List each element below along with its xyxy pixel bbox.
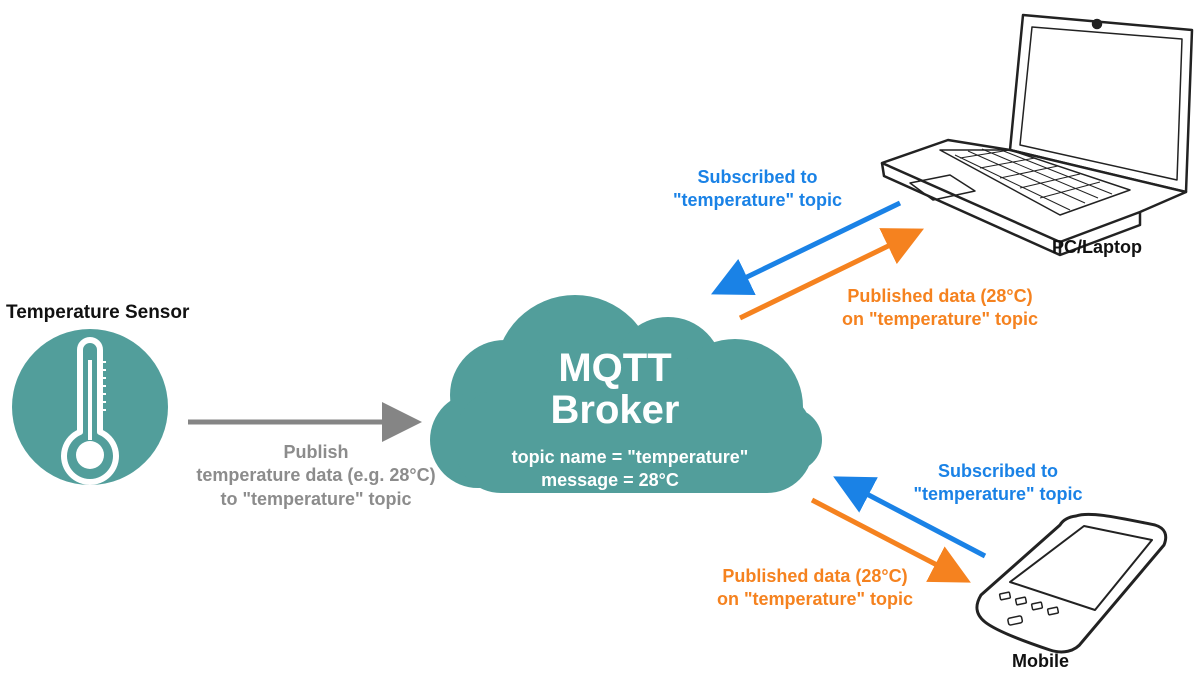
publish-label-line1: Publish: [283, 442, 349, 462]
laptop-published-line2: on "temperature" topic: [841, 309, 1039, 330]
laptop-subscribed-label: Subscribed to "temperature" topic: [650, 166, 865, 213]
subscribe-arrow-laptop: [710, 200, 902, 295]
mobile-subscribed-label: Subscribed to "temperature" topic: [888, 460, 1108, 507]
broker-topic-line: topic name = "temperature": [511, 447, 749, 467]
temperature-sensor-label: Temperature Sensor: [6, 302, 190, 323]
mobile-published-line1: Published data (28°C): [722, 566, 908, 586]
publish-arrow-mobile: [810, 497, 971, 583]
publish-label: Publish temperature data (e.g. 28°C) to …: [170, 441, 462, 511]
laptop-subscribed-line1: Subscribed to: [697, 167, 818, 187]
pc-laptop-label: PC/Laptop: [1052, 237, 1142, 257]
publish-arrow-laptop: [738, 228, 924, 321]
laptop-published-label: Published data (28°C) on "temperature" t…: [800, 285, 1080, 332]
mobile-subscribed-line1: Subscribed to: [937, 461, 1058, 481]
broker-title: MQTT Broker: [475, 347, 755, 431]
laptop-published-line1: Published data (28°C): [847, 286, 1033, 306]
publish-label-line2: temperature data (e.g. 28°C): [196, 465, 436, 486]
mobile-published-line2: on "temperature" topic: [716, 589, 914, 610]
mobile-subscribed-line2: "temperature" topic: [913, 484, 1083, 505]
mobile-published-label: Published data (28°C) on "temperature" t…: [680, 565, 950, 612]
mobile-label: Mobile: [1012, 651, 1069, 671]
laptop-icon: [880, 13, 1194, 257]
thermometer-icon: [12, 329, 168, 485]
broker-message-line: message = 28°C: [541, 470, 679, 491]
mobile-phone-icon: [975, 512, 1168, 654]
broker-cloud: [430, 295, 822, 493]
laptop-subscribed-line2: "temperature" topic: [672, 190, 843, 211]
subscribe-arrow-mobile: [833, 476, 987, 559]
broker-details: topic name = "temperature" message = 28°…: [480, 446, 780, 493]
broker-title-line1: MQTT: [558, 346, 672, 390]
broker-title-line2: Broker: [550, 388, 680, 432]
publish-label-line3: to "temperature" topic: [220, 488, 412, 509]
